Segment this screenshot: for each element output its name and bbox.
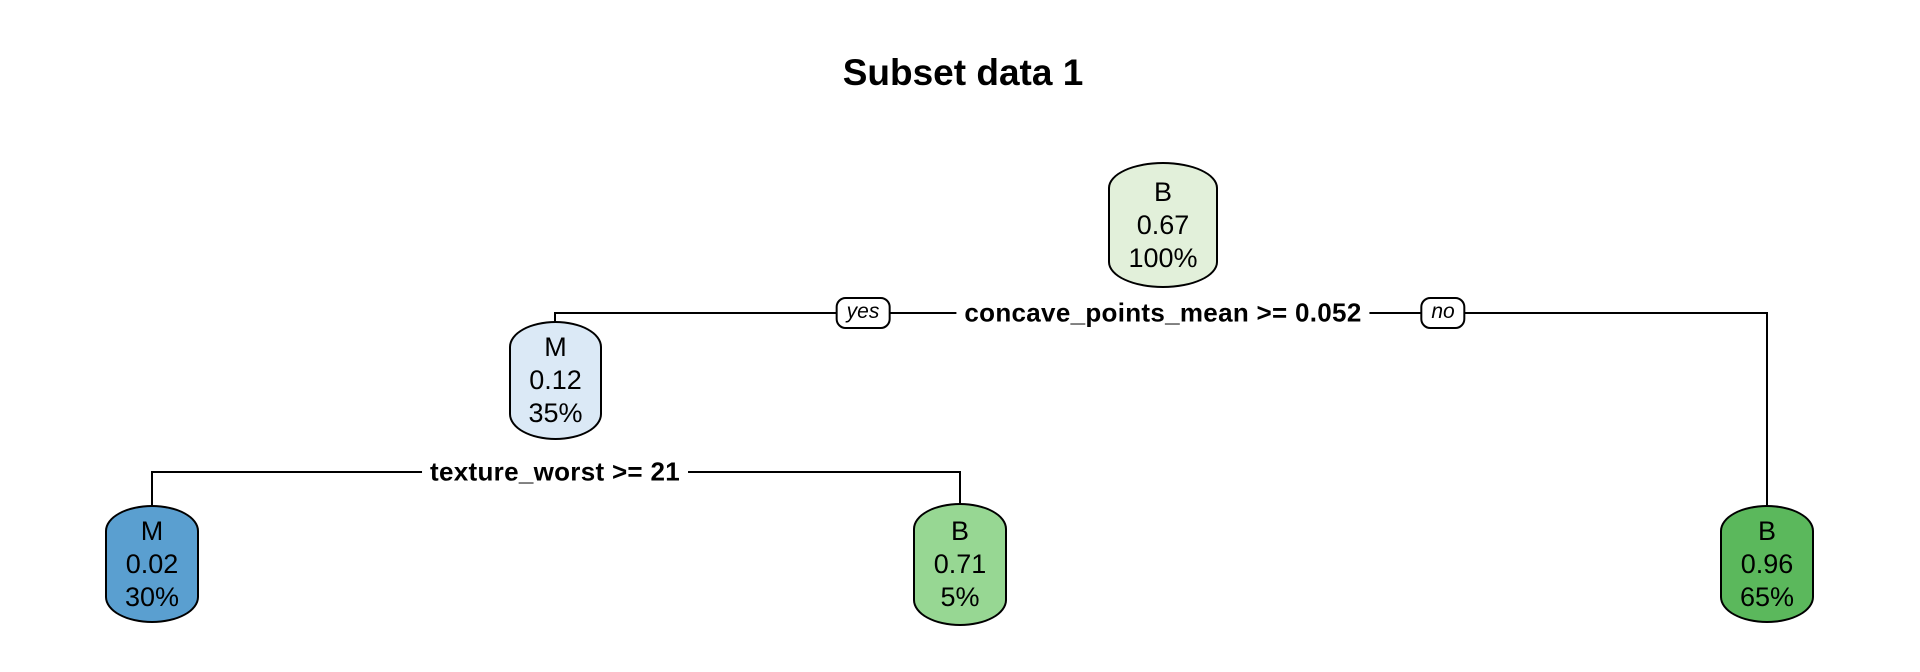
branch-line-leftright-drop <box>959 471 961 505</box>
node-class-label: B <box>1153 176 1172 207</box>
node-probability: 0.12 <box>529 365 582 395</box>
node-coverage: 100% <box>1128 242 1198 273</box>
node-class-label: B <box>1757 515 1776 546</box>
branch-line-right-drop <box>1766 312 1768 507</box>
plot-title: Subset data 1 <box>842 52 1084 93</box>
node-probability: 0.02 <box>125 548 179 579</box>
node-coverage: 35% <box>528 398 583 428</box>
node-probability: 0.71 <box>933 549 987 579</box>
tree-node-right-leaf: B 0.96 65% <box>1720 505 1814 623</box>
node-coverage: 5% <box>940 582 980 612</box>
tree-node-left: M 0.12 35% <box>509 321 602 440</box>
node-coverage: 65% <box>1739 581 1795 612</box>
branch-line-leftleft-drop <box>151 471 153 507</box>
node-coverage: 30% <box>124 581 180 612</box>
branch-line-left-drop <box>554 312 556 323</box>
node-probability: 0.96 <box>1740 548 1794 579</box>
yes-branch-label: yes <box>835 297 891 329</box>
tree-node-left-left-leaf: M 0.02 30% <box>105 505 199 623</box>
tree-node-root: B 0.67 100% <box>1108 162 1218 288</box>
split-condition-left: texture_worst >= 21 <box>422 453 688 491</box>
split-condition-root: concave_points_mean >= 0.052 <box>956 294 1370 332</box>
node-probability: 0.67 <box>1136 209 1190 240</box>
node-class-label: B <box>950 516 969 546</box>
node-class-label: M <box>140 515 164 546</box>
tree-node-left-right-leaf: B 0.71 5% <box>913 503 1007 626</box>
no-branch-label: no <box>1420 297 1466 329</box>
node-class-label: M <box>544 332 567 362</box>
